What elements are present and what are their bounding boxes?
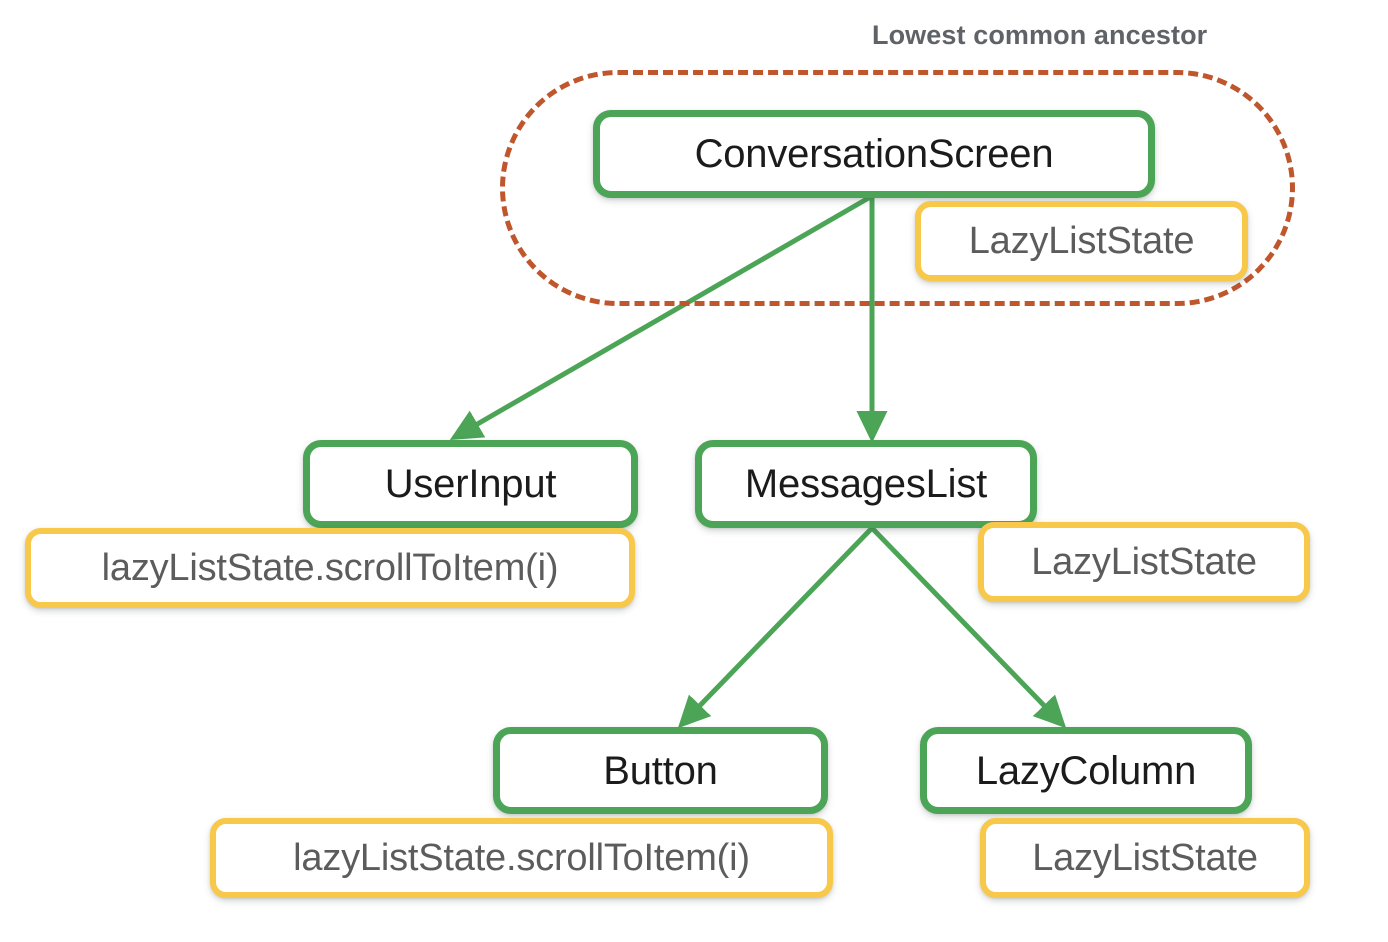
node-messageslist-label: MessagesList — [744, 462, 988, 506]
node-button-label: Button — [603, 748, 718, 793]
state-node-lazycolumn-lazyliststate-label: LazyListState — [1032, 837, 1258, 879]
state-node-userinput-scrolltoitem-label: lazyListState.scrollToItem(i) — [101, 547, 559, 589]
node-conversationscreen[interactable]: ConversationScreen — [593, 110, 1155, 198]
state-node-conversationscreen-lazyliststate-label: LazyListState — [968, 220, 1195, 262]
state-node-button-scrolltoitem[interactable]: lazyListState.scrollToItem(i) — [210, 818, 833, 898]
node-messageslist[interactable]: MessagesList — [695, 440, 1037, 528]
state-node-messageslist-lazyliststate[interactable]: LazyListState — [978, 522, 1310, 602]
node-conversationscreen-label: ConversationScreen — [694, 132, 1054, 176]
node-lazycolumn-label: LazyColumn — [975, 748, 1197, 793]
state-node-lazycolumn-lazyliststate[interactable]: LazyListState — [980, 818, 1310, 898]
state-node-userinput-scrolltoitem[interactable]: lazyListState.scrollToItem(i) — [25, 528, 635, 608]
node-userinput-label: UserInput — [384, 462, 557, 506]
node-lazycolumn[interactable]: LazyColumn — [920, 727, 1252, 814]
node-button[interactable]: Button — [493, 727, 828, 814]
lowest-common-ancestor-region — [500, 70, 1295, 306]
state-node-messageslist-lazyliststate-label: LazyListState — [1031, 541, 1257, 583]
state-node-conversationscreen-lazyliststate[interactable]: LazyListState — [915, 201, 1248, 281]
state-node-button-scrolltoitem-label: lazyListState.scrollToItem(i) — [293, 837, 750, 879]
node-userinput[interactable]: UserInput — [303, 440, 638, 528]
lowest-common-ancestor-caption: Lowest common ancestor — [872, 20, 1208, 50]
edge-messageslist-to-button — [677, 526, 874, 729]
